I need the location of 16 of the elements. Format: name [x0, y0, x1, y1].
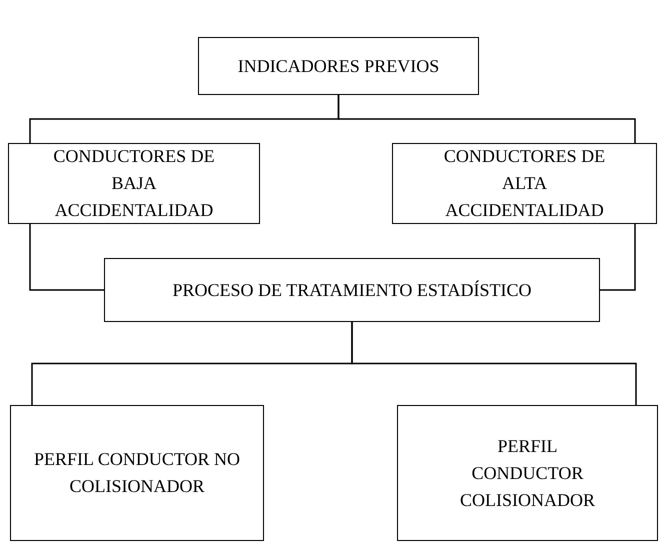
- process-box: [8, 143, 260, 224]
- connector-line: [29, 224, 104, 291]
- box-label: INDICADORES PREVIOS: [238, 54, 440, 78]
- box-label: PROCESO DE TRATAMIENTO ESTADÍSTICO: [172, 278, 532, 302]
- connector-line: [351, 322, 637, 405]
- connector-line: [338, 95, 636, 143]
- process-box: [104, 258, 600, 322]
- process-box: [10, 405, 264, 541]
- process-box: [198, 37, 479, 95]
- process-box: [392, 143, 657, 224]
- connector-line: [600, 224, 636, 291]
- process-box: [397, 405, 658, 541]
- box-label: PERFIL CONDUCTOR COLISIONADOR: [459, 434, 596, 512]
- box-label: CONDUCTORES DE BAJA ACCIDENTALIDAD: [52, 145, 216, 222]
- box-label: PERFIL CONDUCTOR NO COLISIONADOR: [32, 448, 242, 498]
- box-label: CONDUCTORES DE ALTA ACCIDENTALIDAD: [442, 145, 606, 222]
